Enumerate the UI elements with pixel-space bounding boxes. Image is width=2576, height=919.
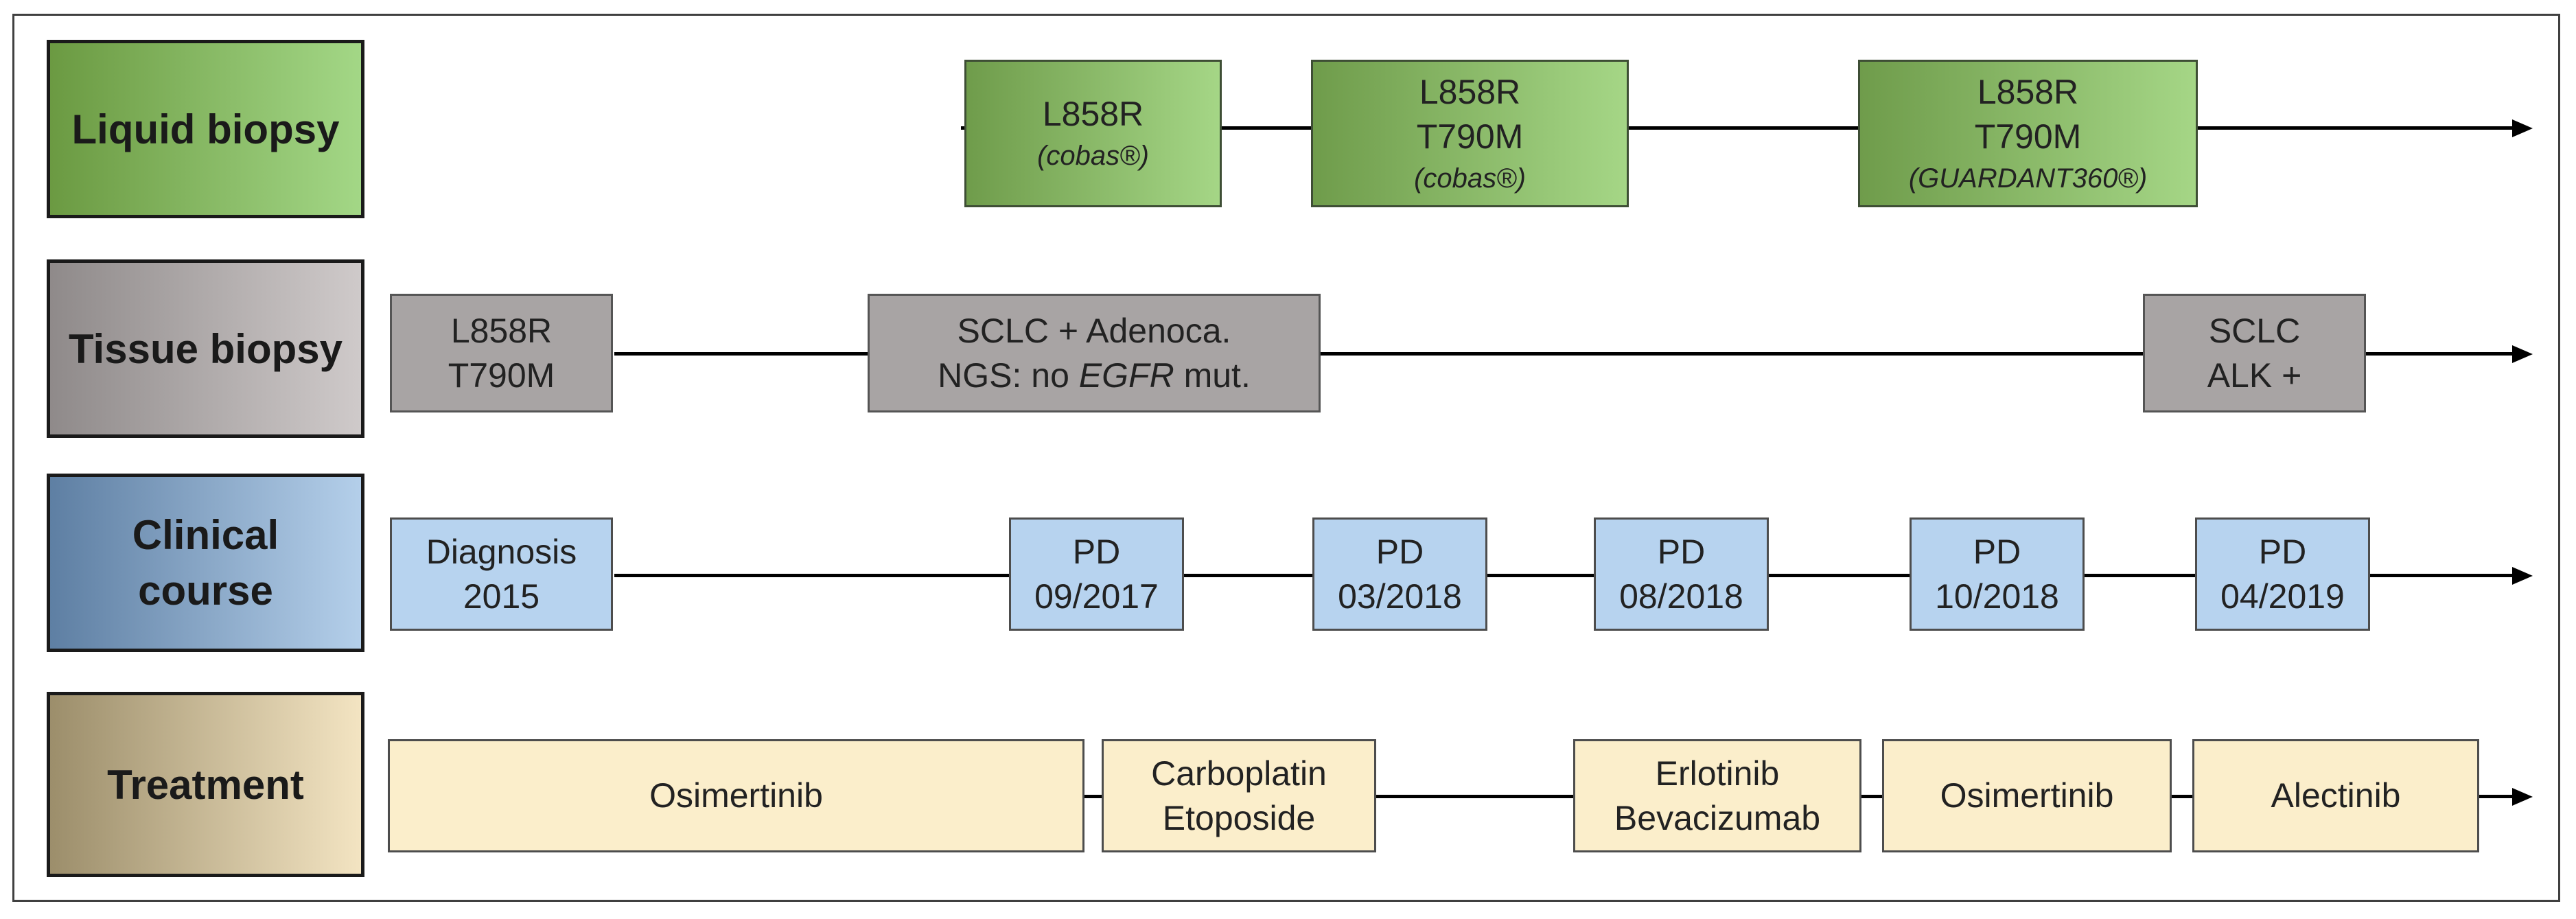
treatment-box-1: Osimertinib bbox=[388, 739, 1084, 852]
treatment-arrow-icon bbox=[2512, 788, 2533, 806]
clinical-course-header: Clinical course bbox=[47, 474, 364, 652]
clinical-box-6-line-1: PD bbox=[2258, 532, 2307, 571]
clinical-box-1-line-1: Diagnosis bbox=[426, 532, 577, 571]
tissue-box-3: SCLC ALK + bbox=[2143, 294, 2366, 412]
treatment-label: Treatment bbox=[107, 761, 304, 808]
liquid-box-2-line-2: T790M bbox=[1416, 117, 1524, 156]
ngs-gene: EGFR bbox=[1078, 356, 1174, 395]
diagram-frame bbox=[12, 14, 2560, 902]
liquid-box-1: L858R (cobas®) bbox=[964, 60, 1222, 207]
liquid-box-1-line-1: L858R bbox=[1042, 95, 1144, 133]
ngs-prefix: NGS: no bbox=[938, 356, 1079, 395]
treatment-header: Treatment bbox=[47, 692, 364, 877]
treatment-box-5: Alectinib bbox=[2192, 739, 2479, 852]
tissue-box-1-line-1: L858R bbox=[450, 311, 553, 350]
clinical-course-label-line-2: course bbox=[138, 568, 273, 614]
liquid-box-1-method: (cobas®) bbox=[1037, 141, 1149, 171]
tissue-box-3-line-1: SCLC bbox=[2208, 311, 2301, 350]
clinical-box-diagnosis: Diagnosis 2015 bbox=[390, 517, 613, 631]
liquid-box-2-method: (cobas®) bbox=[1414, 163, 1526, 194]
treatment-box-2-line-2: Etoposide bbox=[1162, 798, 1316, 837]
treatment-box-5-line-1: Alectinib bbox=[2271, 776, 2401, 815]
tissue-biopsy-label: Tissue biopsy bbox=[68, 325, 343, 372]
treatment-box-2-line-1: Carboplatin bbox=[1151, 754, 1327, 793]
clinical-box-3-line-1: PD bbox=[1376, 532, 1424, 571]
clinical-box-6-line-2: 04/2019 bbox=[2220, 577, 2345, 616]
tissue-box-2-ngs-line: NGS: no EGFR mut. bbox=[938, 353, 1251, 398]
liquid-box-3-line-2: T790M bbox=[1974, 117, 2082, 156]
tissue-box-2: SCLC + Adenoca. NGS: no EGFR mut. bbox=[868, 294, 1321, 412]
clinical-box-pd-5: PD 04/2019 bbox=[2195, 517, 2370, 631]
clinical-box-2-line-2: 09/2017 bbox=[1034, 577, 1159, 616]
treatment-box-4: Osimertinib bbox=[1882, 739, 2172, 852]
liquid-box-2: L858R T790M (cobas®) bbox=[1311, 60, 1629, 207]
liquid-box-3: L858R T790M (GUARDANT360®) bbox=[1858, 60, 2198, 207]
tissue-timeline bbox=[614, 352, 2516, 356]
treatment-box-1-line-1: Osimertinib bbox=[649, 776, 823, 815]
clinical-box-pd-1: PD 09/2017 bbox=[1009, 517, 1184, 631]
treatment-box-4-line-1: Osimertinib bbox=[1940, 776, 2114, 815]
clinical-box-5-line-1: PD bbox=[1973, 532, 2021, 571]
liquid-arrow-icon bbox=[2512, 119, 2533, 137]
liquid-timeline bbox=[961, 126, 2516, 130]
clinical-box-1-line-2: 2015 bbox=[463, 577, 540, 616]
tissue-arrow-icon bbox=[2512, 345, 2533, 363]
liquid-box-2-line-1: L858R bbox=[1419, 72, 1521, 111]
clinical-box-pd-4: PD 10/2018 bbox=[1910, 517, 2085, 631]
liquid-biopsy-label: Liquid biopsy bbox=[71, 106, 340, 152]
treatment-box-3-line-2: Bevacizumab bbox=[1614, 798, 1821, 837]
liquid-biopsy-header: Liquid biopsy bbox=[47, 40, 364, 218]
clinical-box-4-line-2: 08/2018 bbox=[1619, 577, 1743, 616]
treatment-box-3-line-1: Erlotinib bbox=[1655, 754, 1780, 793]
clinical-box-3-line-2: 03/2018 bbox=[1338, 577, 1462, 616]
clinical-box-pd-3: PD 08/2018 bbox=[1594, 517, 1769, 631]
clinical-box-4-line-1: PD bbox=[1657, 532, 1706, 571]
clinical-timeline bbox=[614, 574, 2516, 577]
clinical-course-label-line-1: Clinical bbox=[132, 512, 279, 558]
ngs-suffix: mut. bbox=[1174, 356, 1251, 395]
clinical-arrow-icon bbox=[2512, 567, 2533, 585]
clinical-box-pd-2: PD 03/2018 bbox=[1312, 517, 1487, 631]
clinical-box-5-line-2: 10/2018 bbox=[1935, 577, 2059, 616]
liquid-box-3-method: (GUARDANT360®) bbox=[1908, 163, 2148, 194]
tissue-box-1-line-2: T790M bbox=[448, 356, 555, 395]
liquid-box-3-line-1: L858R bbox=[1977, 72, 2079, 111]
tissue-box-1: L858R T790M bbox=[390, 294, 613, 412]
treatment-box-2: Carboplatin Etoposide bbox=[1102, 739, 1376, 852]
tissue-biopsy-header: Tissue biopsy bbox=[47, 259, 364, 438]
tissue-box-2-line-1: SCLC + Adenoca. bbox=[957, 311, 1231, 350]
treatment-box-3: Erlotinib Bevacizumab bbox=[1573, 739, 1861, 852]
clinical-box-2-line-1: PD bbox=[1072, 532, 1121, 571]
tissue-box-3-line-2: ALK + bbox=[2207, 356, 2302, 395]
